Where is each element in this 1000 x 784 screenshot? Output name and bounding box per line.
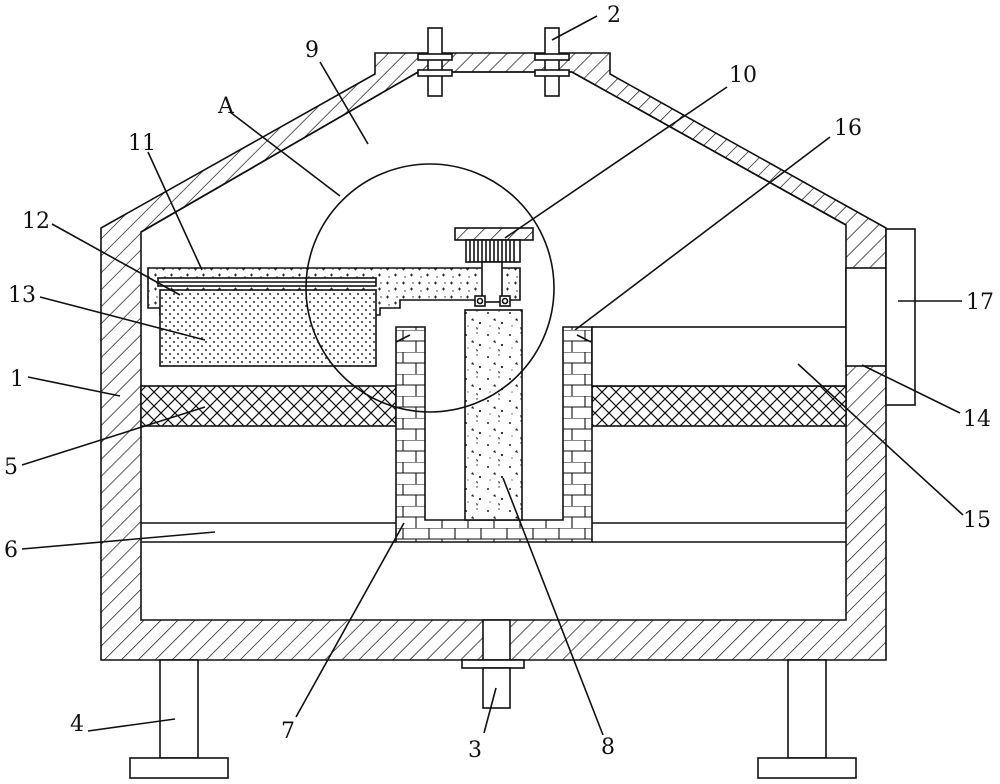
bottom-drain [461, 619, 525, 709]
label-2: 2 [607, 3, 621, 28]
label-12: 12 [22, 209, 50, 234]
motor-assembly [454, 227, 534, 307]
label-11: 11 [128, 131, 156, 156]
roof-inner-line [140, 71, 847, 233]
detail-circle-a [305, 163, 555, 413]
side-channel [591, 326, 847, 387]
label-13: 13 [8, 283, 36, 308]
trough-lip-marks [395, 334, 592, 343]
part-labels: 1 2 3 4 5 6 7 8 9 10 11 12 13 14 15 16 1… [4, 3, 994, 763]
legs [129, 659, 857, 779]
filter-mesh-left [140, 385, 397, 427]
speckled-column [464, 309, 523, 521]
label-4: 4 [70, 712, 84, 737]
label-15: 15 [963, 508, 991, 533]
label-16: 16 [834, 116, 862, 141]
top-rods [417, 27, 570, 97]
label-6: 6 [4, 538, 18, 563]
label-17: 17 [966, 290, 994, 315]
side-cover [885, 228, 916, 406]
label-9: 9 [305, 38, 319, 63]
tray-lines [141, 522, 846, 543]
label-a: A [217, 94, 235, 119]
label-8: 8 [601, 735, 615, 760]
central-trough [395, 326, 593, 543]
filter-mesh-right [591, 385, 847, 427]
label-5: 5 [4, 455, 18, 480]
label-10: 10 [729, 63, 757, 88]
label-3: 3 [468, 738, 482, 763]
leader-lines [21, 15, 964, 736]
side-outlet [845, 267, 887, 367]
label-1: 1 [10, 367, 24, 392]
label-14: 14 [963, 407, 991, 432]
label-7: 7 [281, 719, 295, 744]
dotted-block [159, 289, 377, 367]
